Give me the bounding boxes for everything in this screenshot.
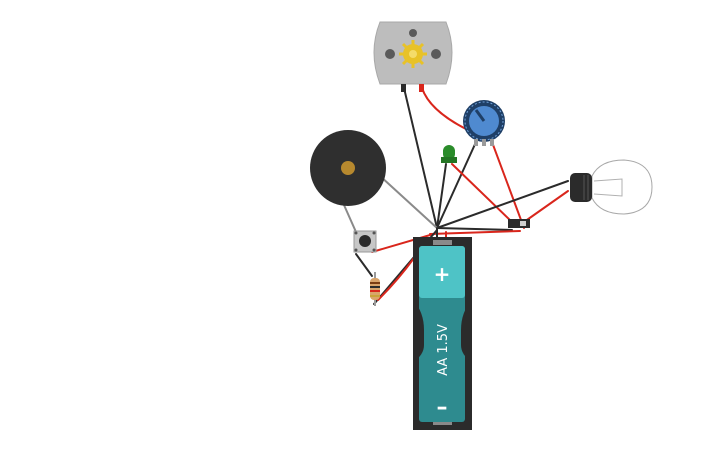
motor-terminal-red — [419, 84, 424, 92]
gear-icon — [399, 40, 427, 68]
wire-switch-red[interactable] — [429, 230, 521, 235]
piezo-buzzer[interactable] — [310, 130, 386, 206]
motor-terminal-black — [401, 84, 406, 92]
motor-hole-top — [409, 29, 417, 37]
wires — [343, 87, 569, 305]
wire-led-red[interactable] — [451, 163, 515, 225]
wire-motor-black[interactable] — [403, 87, 438, 229]
wire-resistor-red[interactable] — [377, 257, 415, 301]
wire-led-black[interactable] — [436, 163, 447, 229]
wire-buzzer-to-button[interactable] — [343, 204, 357, 233]
slide-switch[interactable] — [508, 219, 530, 228]
potentiometer-indicator — [474, 109, 486, 122]
wire-pot-black[interactable] — [436, 141, 477, 229]
resistor-band-3 — [370, 290, 380, 292]
buzzer-hole — [341, 161, 355, 175]
slide-switch-knob[interactable] — [520, 221, 526, 226]
motor-hole-right — [431, 49, 441, 59]
pushbutton[interactable] — [353, 230, 377, 253]
pushbutton-cap[interactable] — [359, 235, 371, 247]
battery-plus-label: + — [434, 262, 451, 286]
wire-pot-red[interactable] — [491, 141, 525, 229]
wire-buzzer-gray[interactable] — [379, 175, 438, 229]
wire-bulb-red[interactable] — [523, 190, 569, 223]
aa-battery[interactable]: + AA 1.5V – — [413, 237, 472, 430]
wire-bulb-black[interactable] — [436, 180, 569, 229]
motor-hole-left — [385, 49, 395, 59]
bulb-filament — [593, 178, 623, 197]
green-led[interactable] — [441, 145, 457, 163]
bulb-base — [570, 173, 592, 202]
battery-cap — [419, 246, 465, 298]
resistor[interactable] — [370, 272, 380, 306]
wire-switch-black[interactable] — [436, 227, 513, 231]
potentiometer[interactable] — [463, 100, 505, 146]
battery-minus-label: – — [437, 395, 448, 420]
dc-motor[interactable] — [373, 21, 453, 92]
resistor-band-4 — [370, 295, 380, 297]
resistor-band-1 — [370, 282, 380, 284]
battery-voltage-label: AA 1.5V — [436, 324, 451, 376]
wire-button-black[interactable] — [355, 253, 373, 277]
light-bulb[interactable] — [570, 159, 653, 215]
resistor-band-2 — [370, 286, 380, 288]
wire-button-red[interactable] — [371, 232, 438, 253]
